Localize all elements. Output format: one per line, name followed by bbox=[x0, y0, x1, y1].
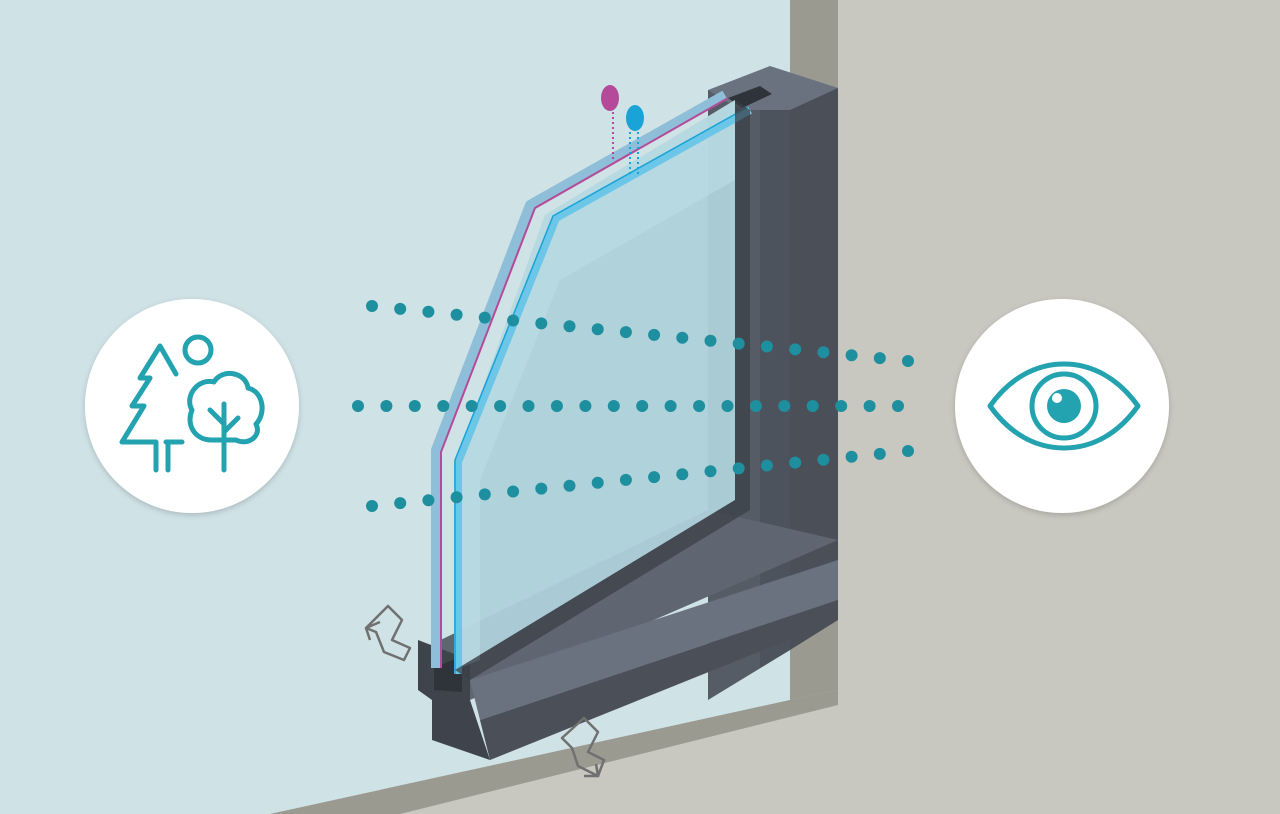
sill-front-lower bbox=[480, 600, 838, 760]
ray-dot bbox=[522, 400, 535, 412]
outer-pane-coating bbox=[440, 97, 729, 668]
ray-dot bbox=[563, 479, 576, 492]
ray-dot bbox=[863, 400, 876, 412]
ray-dot bbox=[550, 400, 563, 412]
ray-dot bbox=[619, 473, 632, 486]
ray-dot bbox=[636, 400, 649, 412]
ray-dot bbox=[507, 485, 520, 498]
ray-dot bbox=[408, 400, 421, 412]
ray-dot bbox=[591, 476, 604, 489]
outdoor-circle bbox=[85, 299, 299, 513]
ray-dot bbox=[563, 320, 576, 333]
ray-dot bbox=[535, 482, 548, 495]
ray-dot bbox=[676, 468, 689, 481]
ray-dot bbox=[902, 445, 914, 457]
ray-dot bbox=[676, 331, 689, 344]
ray-dot bbox=[892, 400, 904, 412]
sill-step bbox=[470, 560, 838, 720]
outer-pane-edge bbox=[431, 90, 728, 668]
ray-dot bbox=[607, 400, 620, 412]
ray-dot bbox=[450, 308, 463, 321]
ray-dot bbox=[394, 302, 407, 315]
inner-pane-edge bbox=[454, 106, 752, 674]
ray-dot bbox=[806, 400, 819, 412]
eye-icon bbox=[987, 361, 1141, 451]
ray-dot bbox=[494, 400, 507, 412]
ray-dot bbox=[760, 340, 773, 353]
floor-edge bbox=[270, 690, 838, 814]
ray-dot bbox=[704, 465, 717, 478]
ray-dot bbox=[902, 355, 914, 367]
ray-dot bbox=[732, 462, 745, 475]
ray-dot bbox=[835, 400, 848, 412]
ray-dot bbox=[873, 352, 886, 365]
ray-dot bbox=[760, 459, 773, 472]
ray-dot bbox=[535, 317, 548, 330]
ray-dot bbox=[789, 343, 802, 356]
indoor-circle bbox=[955, 299, 1169, 513]
ray-dot bbox=[366, 500, 378, 512]
ray-dot bbox=[732, 337, 745, 350]
ray-dot bbox=[422, 305, 435, 318]
ray-dot bbox=[437, 400, 450, 412]
ray-dot bbox=[478, 488, 491, 501]
ray-dot bbox=[817, 346, 830, 359]
ray-dot bbox=[873, 447, 886, 460]
cyan-coating-marker-icon bbox=[626, 105, 644, 131]
ray-dot bbox=[591, 323, 604, 336]
ray-dot bbox=[422, 494, 435, 507]
ray-dot bbox=[394, 497, 407, 510]
ray-dot bbox=[450, 491, 463, 504]
ray-dot bbox=[845, 450, 858, 463]
glass-panel bbox=[455, 100, 735, 670]
ray-dot bbox=[507, 314, 520, 327]
ray-dot bbox=[704, 334, 717, 347]
ray-dot bbox=[693, 400, 706, 412]
airflow-arrow-left-icon bbox=[364, 604, 412, 662]
ray-dot bbox=[619, 326, 632, 339]
ray-dot bbox=[721, 400, 734, 412]
ray-dot bbox=[478, 311, 491, 324]
ray-dot bbox=[352, 400, 364, 412]
view-rays bbox=[352, 300, 914, 512]
ray-dot bbox=[789, 456, 802, 469]
ray-dot bbox=[845, 349, 858, 362]
ray-dot bbox=[817, 453, 830, 466]
coating-markers bbox=[601, 85, 644, 175]
frame-top-recess bbox=[728, 86, 772, 108]
glass-sheen bbox=[455, 100, 735, 670]
magenta-coating-marker-icon bbox=[601, 85, 619, 111]
ray-dot bbox=[648, 471, 661, 484]
nature-trees-sun-icon bbox=[119, 334, 265, 473]
round-tree-icon bbox=[187, 371, 265, 473]
ray-dot bbox=[778, 400, 791, 412]
sun-icon bbox=[182, 334, 214, 366]
ray-dot bbox=[366, 300, 378, 312]
ray-dot bbox=[664, 400, 677, 412]
ray-dot bbox=[648, 328, 661, 341]
inner-pane-coating bbox=[454, 106, 749, 674]
sill-top bbox=[420, 510, 838, 700]
frame-right-jamb-front bbox=[790, 88, 838, 650]
airflow-arrow-bottom-icon bbox=[560, 716, 606, 778]
ray-dot bbox=[465, 400, 478, 412]
ray-dot bbox=[749, 400, 762, 412]
ray-dot bbox=[579, 400, 592, 412]
ray-dot bbox=[380, 400, 393, 412]
